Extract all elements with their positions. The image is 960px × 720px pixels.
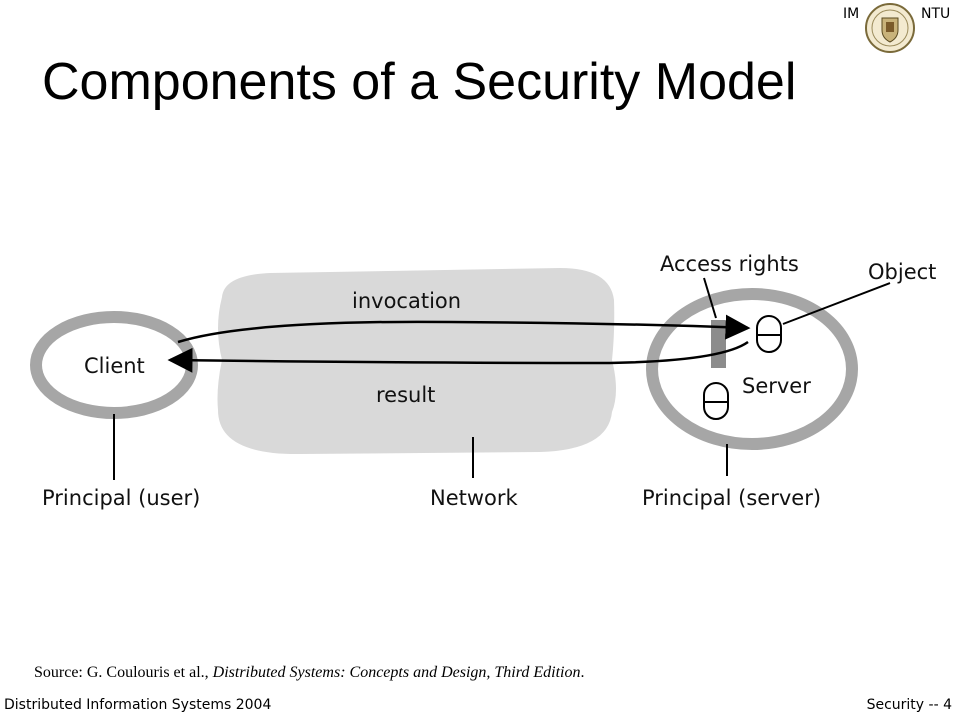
invocation-arrow xyxy=(177,314,751,344)
principal-server-label: Principal (server) xyxy=(642,486,821,510)
source-suffix: . xyxy=(580,664,585,681)
network-cloud xyxy=(217,268,616,455)
source-book-title: Distributed Systems: Concepts and Design… xyxy=(212,664,581,681)
header-im-label: IM xyxy=(843,6,860,22)
network-label: Network xyxy=(430,486,519,510)
object-label: Object xyxy=(868,260,936,284)
object-pointer xyxy=(782,282,891,325)
access-rights-pointer xyxy=(703,277,717,319)
slide-title: Components of a Security Model xyxy=(42,53,797,111)
client-label: Client xyxy=(84,354,145,378)
source-prefix: Source: G. Coulouris et al., xyxy=(34,664,213,681)
source-citation: Source: G. Coulouris et al., Distributed… xyxy=(34,664,584,682)
object-icon xyxy=(756,315,782,353)
principal-user-label: Principal (user) xyxy=(42,486,200,510)
result-label: result xyxy=(376,383,435,407)
result-arrow xyxy=(167,340,749,373)
access-rights-bar xyxy=(711,320,726,368)
invocation-label: invocation xyxy=(352,289,461,313)
footer-course-title: Distributed Information Systems 2004 xyxy=(4,697,272,713)
server-ellipse xyxy=(646,288,858,450)
footer-slide-number: Security -- 4 xyxy=(866,697,952,713)
access-rights-label: Access rights xyxy=(660,252,799,276)
header-ntu-label: NTU xyxy=(921,6,951,22)
university-seal-icon xyxy=(865,3,915,53)
server-object-icon xyxy=(703,382,729,420)
server-label: Server xyxy=(742,374,811,398)
